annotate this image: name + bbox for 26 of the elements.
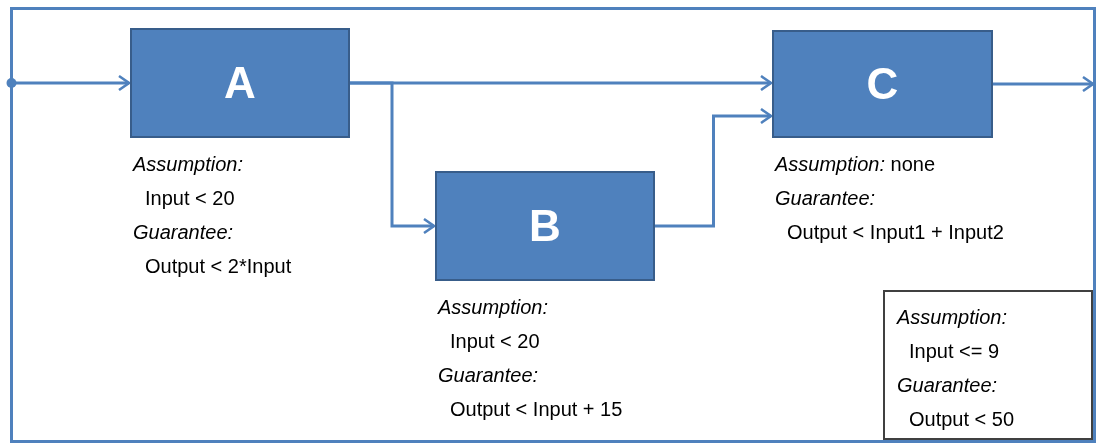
contract-text: Output < Input + 15 bbox=[449, 397, 623, 422]
contract-heading: Assumption: bbox=[438, 295, 550, 320]
contract-text: Output < Input1 + Input2 bbox=[786, 220, 1004, 245]
process-box bbox=[772, 30, 993, 138]
contract-heading: Assumption: bbox=[133, 152, 245, 177]
contract-heading: Assumption: bbox=[897, 305, 1009, 330]
box-label: A bbox=[224, 61, 256, 105]
process-box bbox=[130, 28, 350, 138]
contract-text: Assumption: none bbox=[775, 152, 937, 177]
contract-text: Input < 20 bbox=[449, 329, 541, 354]
contract-text: Input < 20 bbox=[144, 186, 236, 211]
process-box bbox=[435, 171, 655, 281]
contract-text: Output < 2*Input bbox=[144, 254, 292, 279]
contract-heading: Guarantee: bbox=[438, 363, 540, 388]
contract-text: Output < 50 bbox=[908, 407, 1016, 432]
arrow bbox=[350, 81, 436, 235]
contract-heading: Guarantee: bbox=[133, 220, 235, 245]
arrow bbox=[655, 107, 773, 228]
box-label: C bbox=[866, 62, 899, 106]
contract-box bbox=[883, 290, 1093, 440]
contract-text: Input <= 9 bbox=[908, 339, 1001, 364]
box-label: B bbox=[529, 204, 561, 248]
system-frame bbox=[10, 7, 1096, 443]
arrow bbox=[993, 75, 1095, 93]
contract-heading: Guarantee: bbox=[897, 373, 999, 398]
contract-heading: Guarantee: bbox=[775, 186, 877, 211]
